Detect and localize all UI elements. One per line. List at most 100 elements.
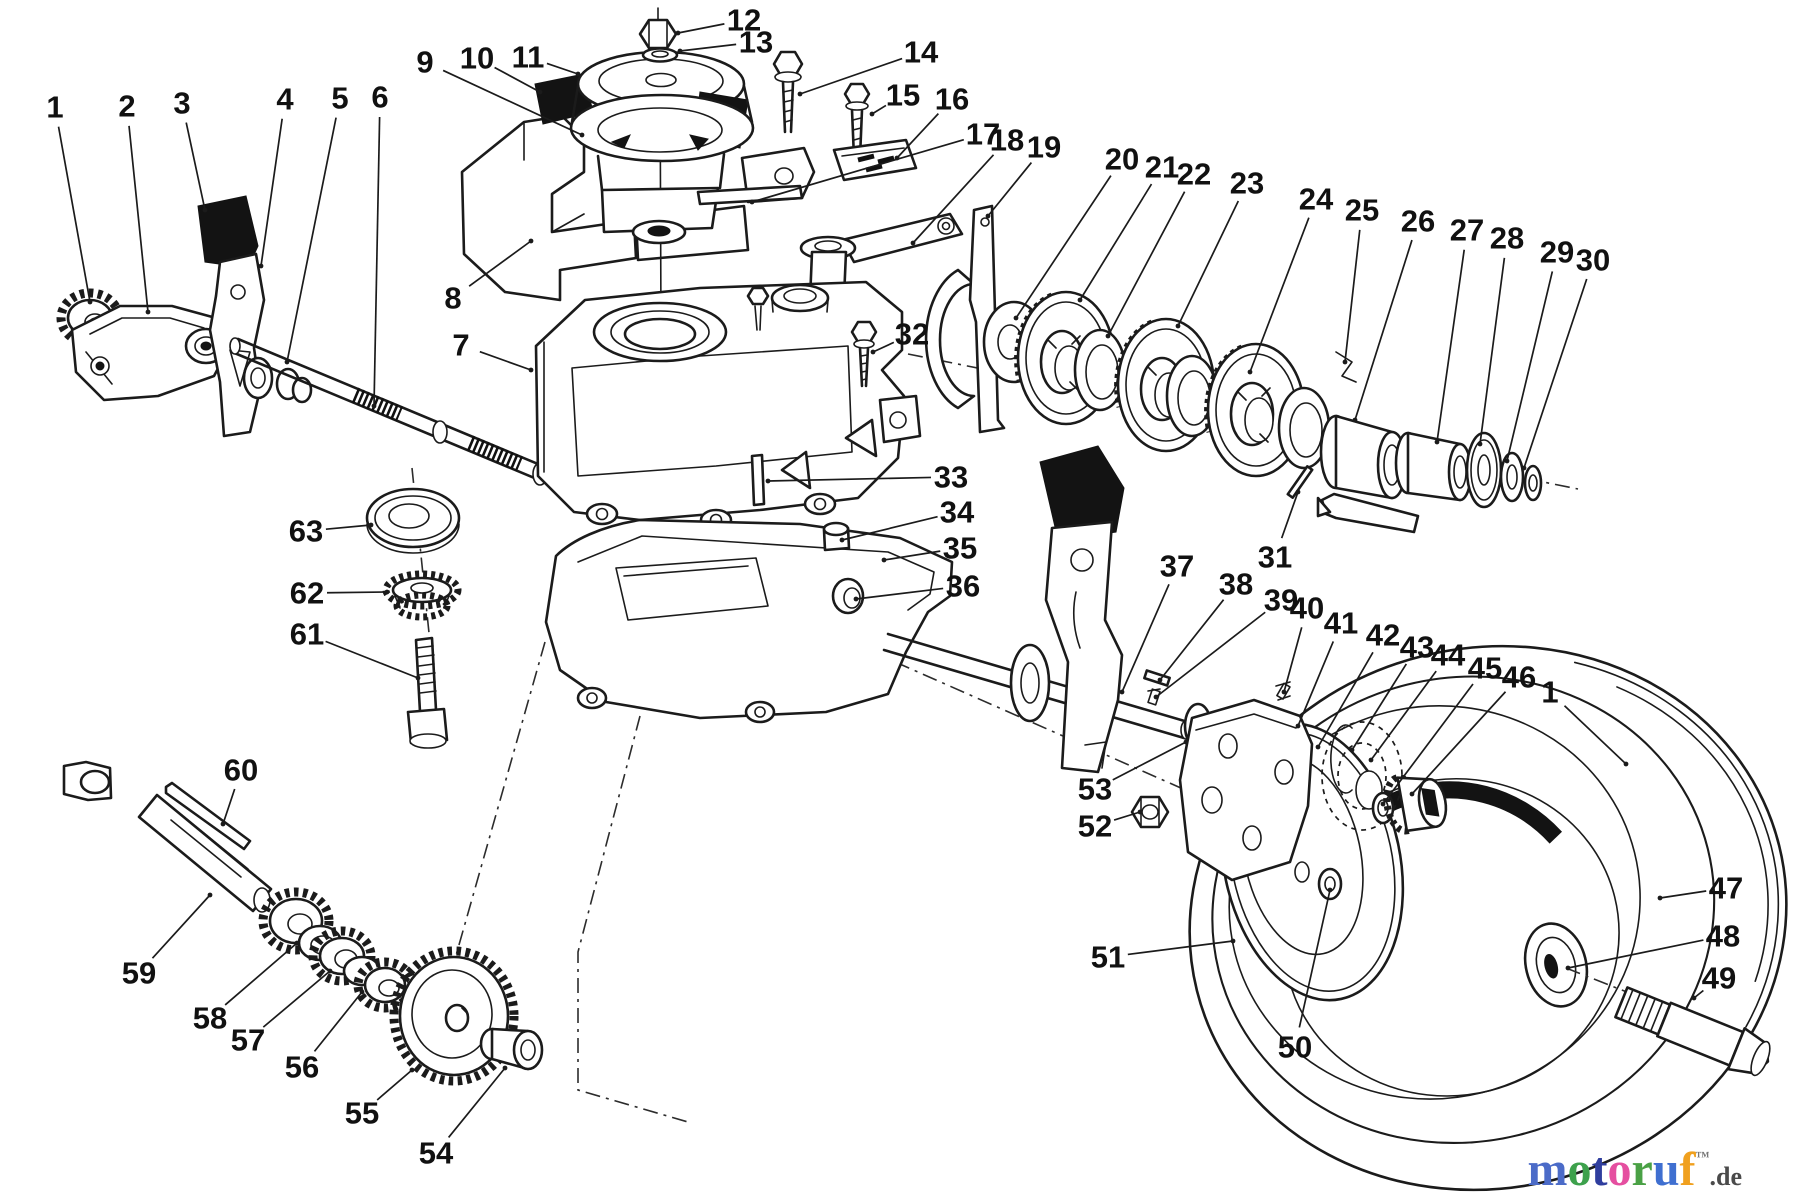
leader-dot-38-37 bbox=[1157, 677, 1163, 683]
leader-line-31-30 bbox=[1280, 491, 1299, 539]
part-label-24-23: 24 bbox=[1299, 182, 1334, 217]
part-label-46-45: 46 bbox=[1502, 660, 1536, 695]
axle-nut-52 bbox=[1130, 795, 1170, 829]
leader-line-54-54 bbox=[447, 1067, 506, 1139]
leader-dot-17-16 bbox=[749, 199, 755, 205]
part-label-56-56: 56 bbox=[285, 1050, 319, 1085]
part-label-35-34: 35 bbox=[943, 531, 977, 566]
leader-line-19-18 bbox=[987, 161, 1033, 217]
leader-line-45-44 bbox=[1382, 683, 1474, 805]
part-label-8-7: 8 bbox=[444, 281, 461, 316]
leader-line-20-19 bbox=[1015, 175, 1112, 319]
part-label-49-49: 49 bbox=[1702, 961, 1736, 996]
shift-plate-19 bbox=[968, 204, 1006, 434]
part-label-19-18: 19 bbox=[1027, 130, 1061, 165]
leader-dot-55-55 bbox=[409, 1067, 415, 1073]
leader-line-1-0 bbox=[57, 126, 91, 303]
leader-dot-33-32 bbox=[765, 478, 771, 484]
roll-pin-31 bbox=[1286, 465, 1314, 499]
part-label-63-63: 63 bbox=[289, 514, 323, 549]
leader-dot-8-7 bbox=[528, 238, 534, 244]
engine-bracket-8 bbox=[460, 114, 816, 302]
keyed-shaft-59 bbox=[137, 793, 273, 913]
leader-dot-21-20 bbox=[1077, 297, 1083, 303]
part-label-39-38: 39 bbox=[1264, 583, 1298, 618]
bushing-small bbox=[62, 760, 113, 802]
leader-dot-49-49 bbox=[1691, 995, 1697, 1001]
watermark-letter: o bbox=[1568, 1143, 1592, 1196]
leader-line-4-3 bbox=[260, 118, 283, 267]
leader-dot-57-57 bbox=[327, 968, 333, 974]
leader-line-28-27 bbox=[1479, 257, 1506, 445]
leader-line-32-31 bbox=[872, 341, 895, 353]
part-label-10-9: 10 bbox=[460, 41, 494, 76]
leader-dot-7-6 bbox=[528, 367, 534, 373]
part-label-20-19: 20 bbox=[1105, 142, 1139, 177]
wire-clip-25 bbox=[1335, 351, 1357, 383]
leader-line-25-24 bbox=[1344, 229, 1361, 363]
leader-line-35-34 bbox=[883, 550, 941, 561]
leader-dot-12-11 bbox=[675, 30, 681, 36]
part-label-29-28: 29 bbox=[1540, 235, 1574, 270]
part-label-21-20: 21 bbox=[1145, 150, 1179, 185]
leader-line-29-28 bbox=[1506, 271, 1554, 462]
part-label-53-53: 53 bbox=[1078, 772, 1112, 807]
part-label-31-30: 31 bbox=[1258, 540, 1292, 575]
gear-case-lower-35 bbox=[544, 518, 954, 724]
pinion-46 bbox=[1383, 774, 1448, 835]
dowel-pin-33 bbox=[750, 453, 766, 507]
shift-rod-17 bbox=[696, 184, 804, 206]
leader-dot-11-10 bbox=[575, 71, 581, 77]
leader-line-23-22 bbox=[1177, 200, 1240, 327]
leader-dot-36-35 bbox=[853, 596, 859, 602]
part-label-2-1: 2 bbox=[118, 89, 135, 124]
hub-cap-48 bbox=[1523, 922, 1589, 1008]
part-label-1-46: 1 bbox=[1541, 675, 1558, 710]
part-label-5-4: 5 bbox=[331, 81, 348, 116]
part-label-43-42: 43 bbox=[1400, 630, 1434, 665]
leader-line-6-5 bbox=[373, 116, 381, 407]
part-label-52-52: 52 bbox=[1078, 809, 1112, 844]
leader-line-63-63 bbox=[325, 524, 372, 531]
leader-dot-5-4 bbox=[284, 359, 290, 365]
leader-dot-56-56 bbox=[359, 989, 365, 995]
leader-dot-2-1 bbox=[145, 309, 151, 315]
leader-line-17-16 bbox=[751, 138, 965, 203]
part-label-25-24: 25 bbox=[1345, 193, 1379, 228]
leader-line-10-9 bbox=[494, 66, 541, 93]
leader-line-1-46 bbox=[1563, 705, 1627, 765]
part-label-26-25: 26 bbox=[1401, 204, 1435, 239]
leader-dot-54-54 bbox=[502, 1065, 508, 1071]
part-label-12-11: 12 bbox=[727, 3, 761, 38]
leader-dot-39-38 bbox=[1153, 694, 1159, 700]
clutch-pack bbox=[982, 290, 1357, 476]
leader-dot-6-5 bbox=[371, 403, 377, 409]
leader-line-5-4 bbox=[286, 117, 337, 363]
part-label-40-39: 40 bbox=[1290, 591, 1324, 626]
part-label-54-54: 54 bbox=[419, 1136, 454, 1171]
part-label-3-2: 3 bbox=[173, 86, 190, 121]
part-label-61-61: 61 bbox=[290, 617, 324, 652]
part-label-28-27: 28 bbox=[1490, 221, 1524, 256]
part-label-30-29: 30 bbox=[1576, 243, 1610, 278]
shoulder-bolt-49 bbox=[1614, 986, 1771, 1077]
leader-dot-15-14 bbox=[869, 111, 875, 117]
leader-line-39-38 bbox=[1155, 611, 1266, 698]
part-label-33-32: 33 bbox=[934, 460, 968, 495]
leader-line-3-2 bbox=[185, 122, 206, 211]
bevel-gear-62 bbox=[382, 570, 462, 621]
part-label-13-12: 13 bbox=[739, 25, 773, 60]
part-label-11-10: 11 bbox=[512, 40, 545, 75]
leader-dot-22-21 bbox=[1105, 333, 1111, 339]
part-label-32-31: 32 bbox=[895, 317, 929, 352]
leader-dot-28-27 bbox=[1477, 441, 1483, 447]
leader-line-47-47 bbox=[1659, 890, 1707, 899]
bevel-gear-group bbox=[365, 487, 462, 749]
leader-line-2-1 bbox=[128, 125, 149, 313]
leader-dot-37-36 bbox=[1119, 689, 1125, 695]
watermark-logo: motoruf™.de bbox=[1528, 1143, 1742, 1196]
height-lever bbox=[1039, 445, 1125, 774]
part-label-47-47: 47 bbox=[1709, 871, 1743, 906]
leader-dot-34-33 bbox=[839, 537, 845, 543]
